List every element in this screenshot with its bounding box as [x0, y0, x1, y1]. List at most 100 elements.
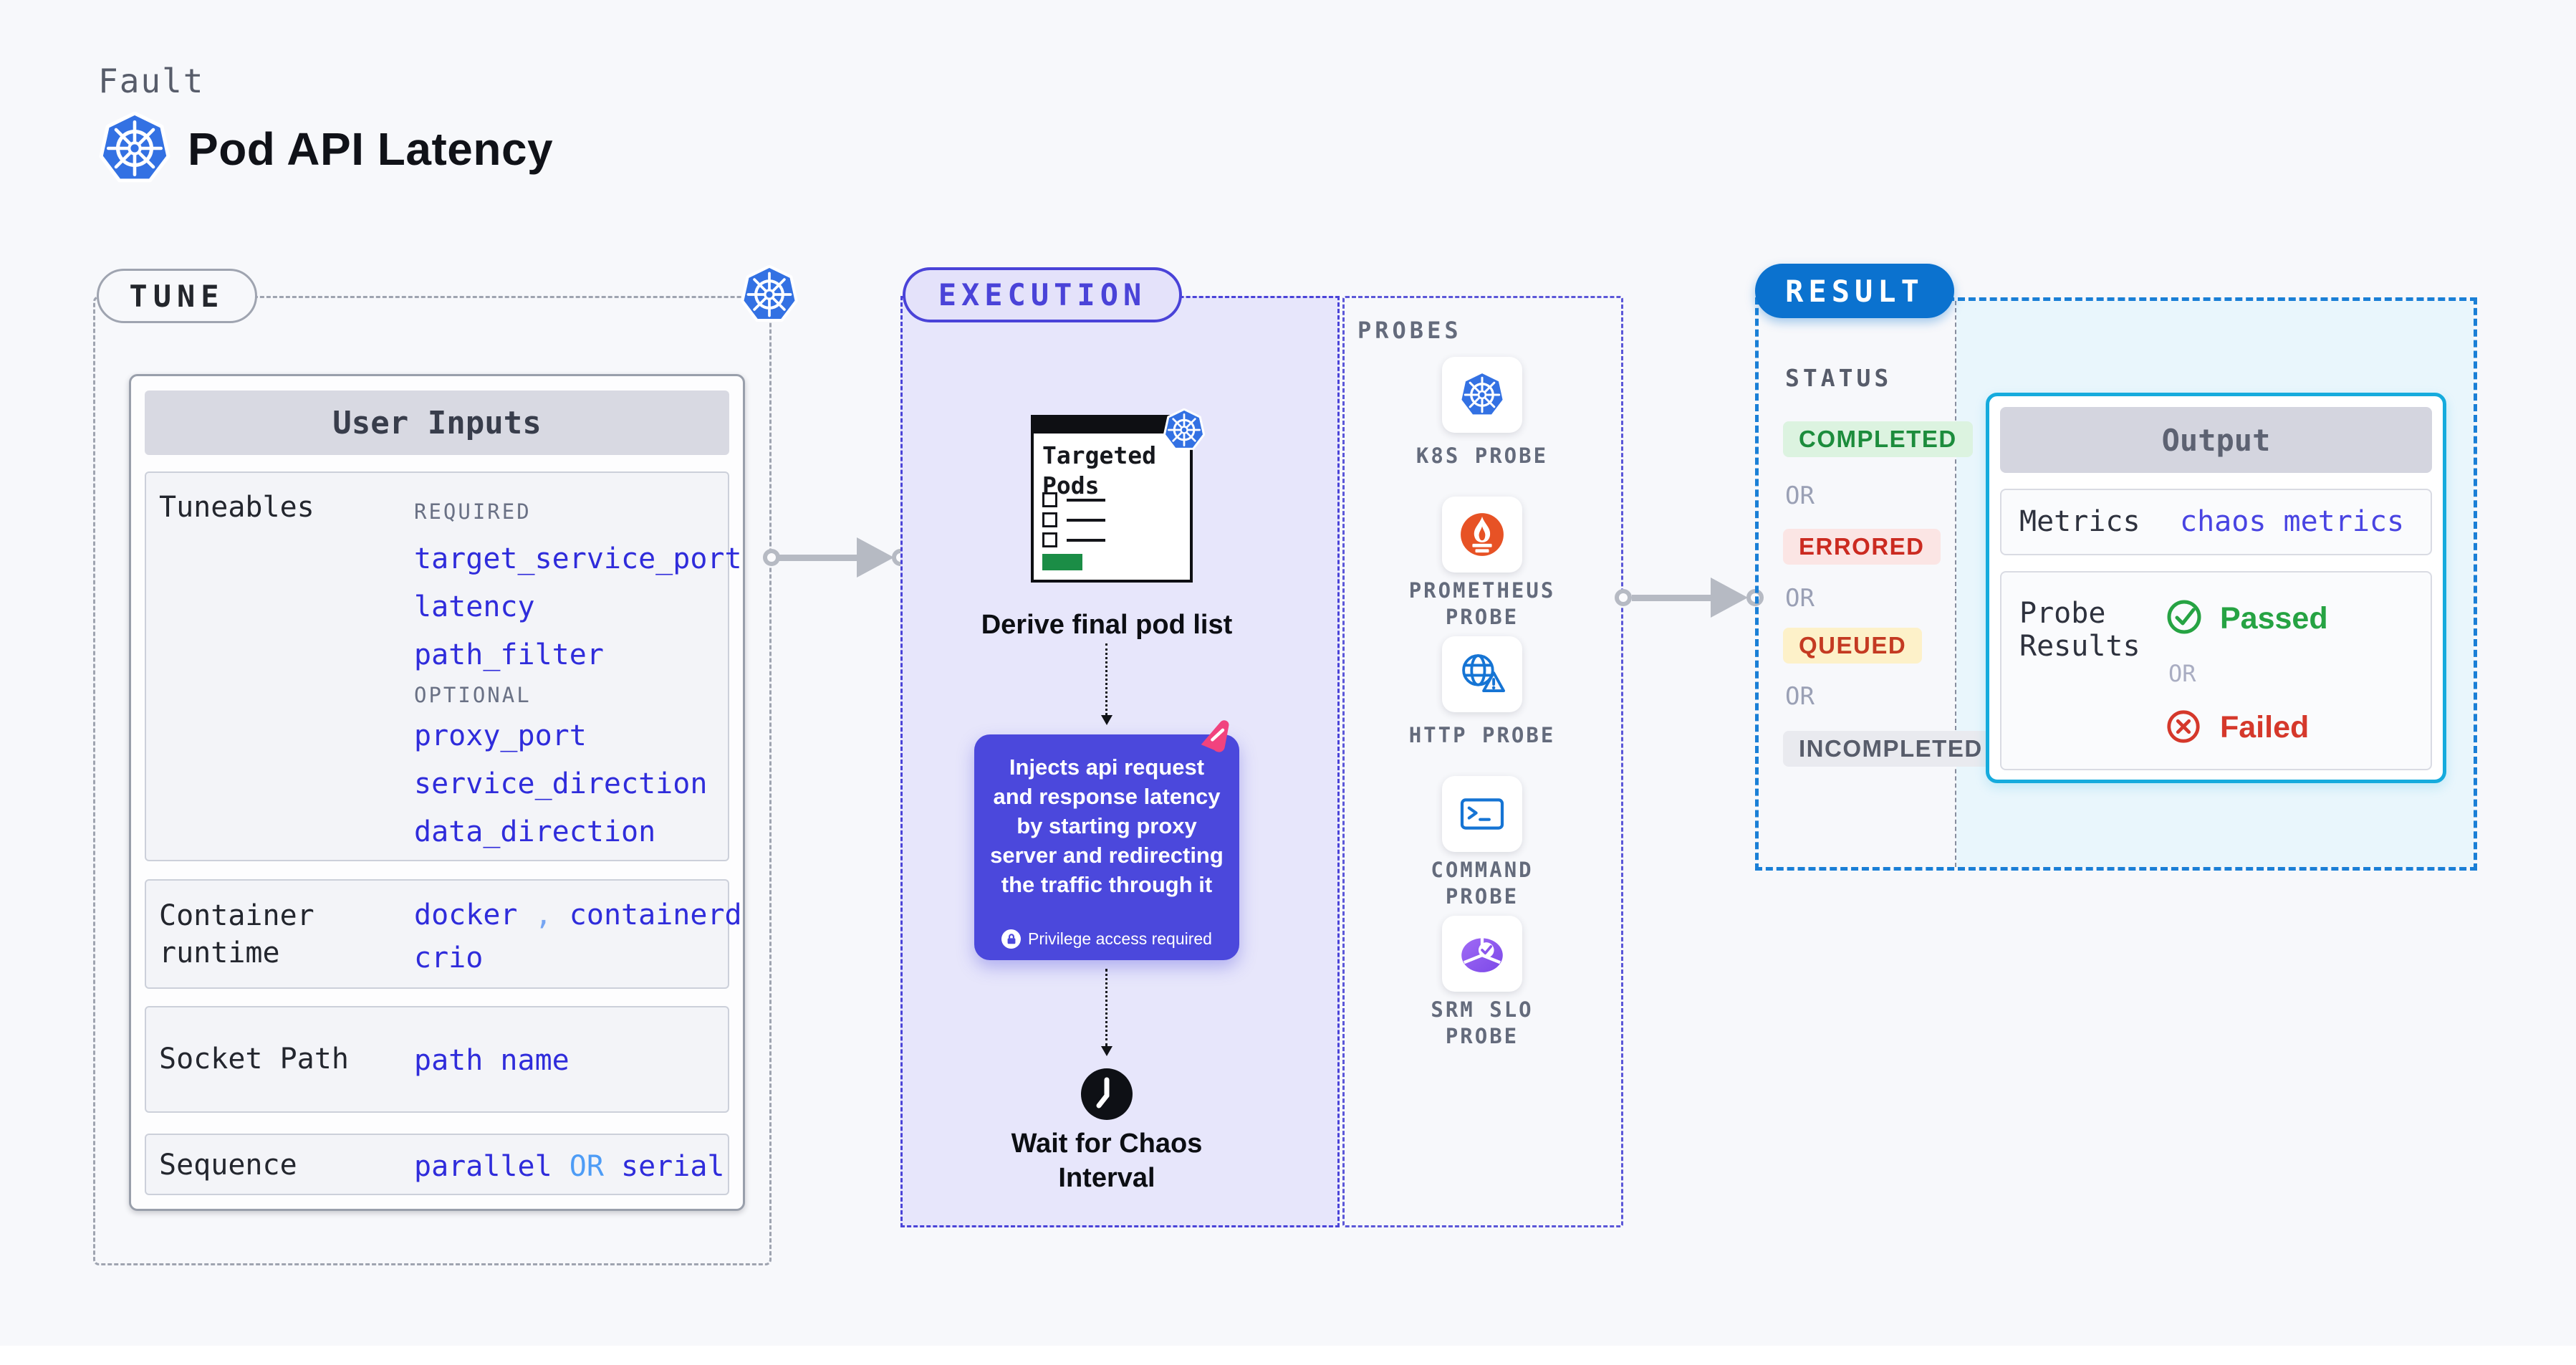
probe-name: SRM SLO PROBE: [1431, 997, 1534, 1048]
list-line: [1067, 519, 1105, 522]
output-box: Output Metrics chaos metrics Probe Resul…: [1986, 393, 2446, 783]
probe-card-http: [1442, 636, 1522, 712]
status-or: OR: [1785, 682, 1815, 711]
targeted-pods-card: Targeted Pods: [1031, 415, 1193, 583]
privilege-note: Privilege access required: [1028, 929, 1212, 948]
runtime-docker: docker: [414, 899, 518, 931]
tuneable-value: data_direction: [414, 815, 656, 848]
check-circle-icon: [2166, 598, 2203, 636]
green-progress-bar: [1042, 554, 1082, 570]
x-circle-icon: [2166, 709, 2201, 744]
kubernetes-icon: [98, 112, 171, 185]
kubernetes-icon: [1458, 371, 1506, 418]
probe-card-k8s: [1442, 357, 1522, 433]
litmus-chaos-icon: [1196, 717, 1236, 757]
tune-pill: TUNE: [97, 269, 257, 323]
runtime-containerd: containerd: [569, 899, 742, 931]
tuneables-row: [145, 471, 729, 861]
arrow-head: [1711, 578, 1748, 618]
arrow-dot: [763, 549, 780, 566]
inject-description-box: Injects api request and response latency…: [974, 734, 1239, 960]
derive-step-label: Derive final pod list: [981, 610, 1233, 640]
checkbox-icon: [1042, 492, 1057, 507]
probe-results-label: Probe Results: [2019, 597, 2140, 663]
privilege-row: Privilege access required: [974, 929, 1239, 949]
arrow-dot: [1615, 589, 1632, 606]
http-globe-warning-icon: [1457, 649, 1507, 699]
sequence-serial: serial: [621, 1150, 725, 1183]
tuneable-value: latency: [414, 590, 535, 623]
output-or: OR: [2168, 660, 2196, 687]
socket-path-label: Socket Path: [159, 1043, 349, 1076]
failed-label: Failed: [2220, 710, 2310, 744]
probe-name: HTTP PROBE: [1408, 723, 1556, 747]
sequence-row: [145, 1134, 729, 1195]
prometheus-icon: [1458, 510, 1506, 559]
tuneable-value: path_filter: [414, 638, 604, 671]
probe-name: K8S PROBE: [1416, 444, 1549, 468]
socket-path-row: [145, 1006, 729, 1113]
metrics-row: [2000, 489, 2432, 555]
tuneable-value: service_direction: [414, 767, 708, 800]
tuneable-value: target_service_port: [414, 542, 742, 575]
probe-card-command: [1442, 776, 1522, 852]
probes-to-result-arrow: [1632, 595, 1715, 601]
probe-name: PROMETHEUS PROBE: [1408, 578, 1556, 629]
probes-section-box: [1342, 296, 1623, 1227]
metrics-value: chaos metrics: [2180, 505, 2405, 538]
card-titlebar: [1034, 418, 1190, 434]
probe-card-srm-slo: [1442, 916, 1522, 992]
socket-path-value: path name: [414, 1044, 569, 1077]
tune-to-execution-arrow: [779, 555, 862, 561]
status-badge: INCOMPLETED: [1783, 731, 1999, 767]
container-runtime-label: Container runtime: [159, 899, 314, 969]
kubernetes-icon: [740, 265, 799, 324]
wait-step-label: Wait for Chaos Interval: [1011, 1129, 1203, 1193]
tune-section-box: [93, 296, 772, 1265]
clock-icon: [1081, 1068, 1133, 1120]
kubernetes-icon: [1163, 408, 1206, 451]
container-runtime-values: docker , containerd: [414, 899, 742, 931]
passed-label: Passed: [2220, 601, 2328, 636]
probe-name: COMMAND PROBE: [1431, 858, 1534, 909]
arrow-head: [857, 537, 894, 578]
sequence-label: Sequence: [159, 1149, 297, 1182]
fault-eyebrow: Fault: [98, 62, 205, 100]
probe-results-row: [2000, 571, 2432, 770]
dotted-connector: [1105, 643, 1107, 715]
result-section-box: [1755, 297, 2477, 871]
checkbox-icon: [1042, 532, 1057, 547]
sequence-or: OR: [569, 1150, 604, 1183]
output-header: Output: [2000, 407, 2432, 473]
required-tag: REQUIRED: [414, 499, 532, 524]
user-inputs-header: User Inputs: [145, 391, 729, 455]
list-line: [1067, 539, 1105, 542]
dotted-connector: [1105, 969, 1107, 1046]
dotted-arrow-head: [1101, 715, 1112, 725]
slo-pie-check-icon: [1456, 928, 1508, 980]
sequence-parallel: parallel: [414, 1150, 552, 1183]
tuneable-value: proxy_port: [414, 719, 587, 752]
execution-pill: EXECUTION: [903, 267, 1182, 322]
runtime-crio: crio: [414, 942, 484, 974]
tuneables-label: Tuneables: [159, 491, 314, 524]
list-line: [1067, 499, 1105, 502]
metrics-label: Metrics: [2019, 505, 2140, 538]
status-badge: COMPLETED: [1783, 421, 1973, 457]
sequence-values: parallel OR serial: [414, 1150, 725, 1183]
probes-label: PROBES: [1357, 317, 1462, 344]
targeted-pods-title: Targeted Pods: [1042, 441, 1156, 499]
container-runtime-row: [145, 879, 729, 989]
checkbox-icon: [1042, 512, 1057, 527]
status-label: STATUS: [1785, 364, 1893, 392]
page-title: Pod API Latency: [188, 123, 554, 175]
bottom-strip: [0, 1346, 2576, 1365]
status-or: OR: [1785, 482, 1815, 510]
inject-description: Injects api request and response latency…: [990, 755, 1224, 897]
status-badge: QUEUED: [1783, 628, 1923, 664]
terminal-icon: [1457, 789, 1507, 839]
status-badge: ERRORED: [1783, 529, 1941, 565]
dotted-arrow-head: [1101, 1046, 1112, 1056]
probe-card-prometheus: [1442, 497, 1522, 573]
